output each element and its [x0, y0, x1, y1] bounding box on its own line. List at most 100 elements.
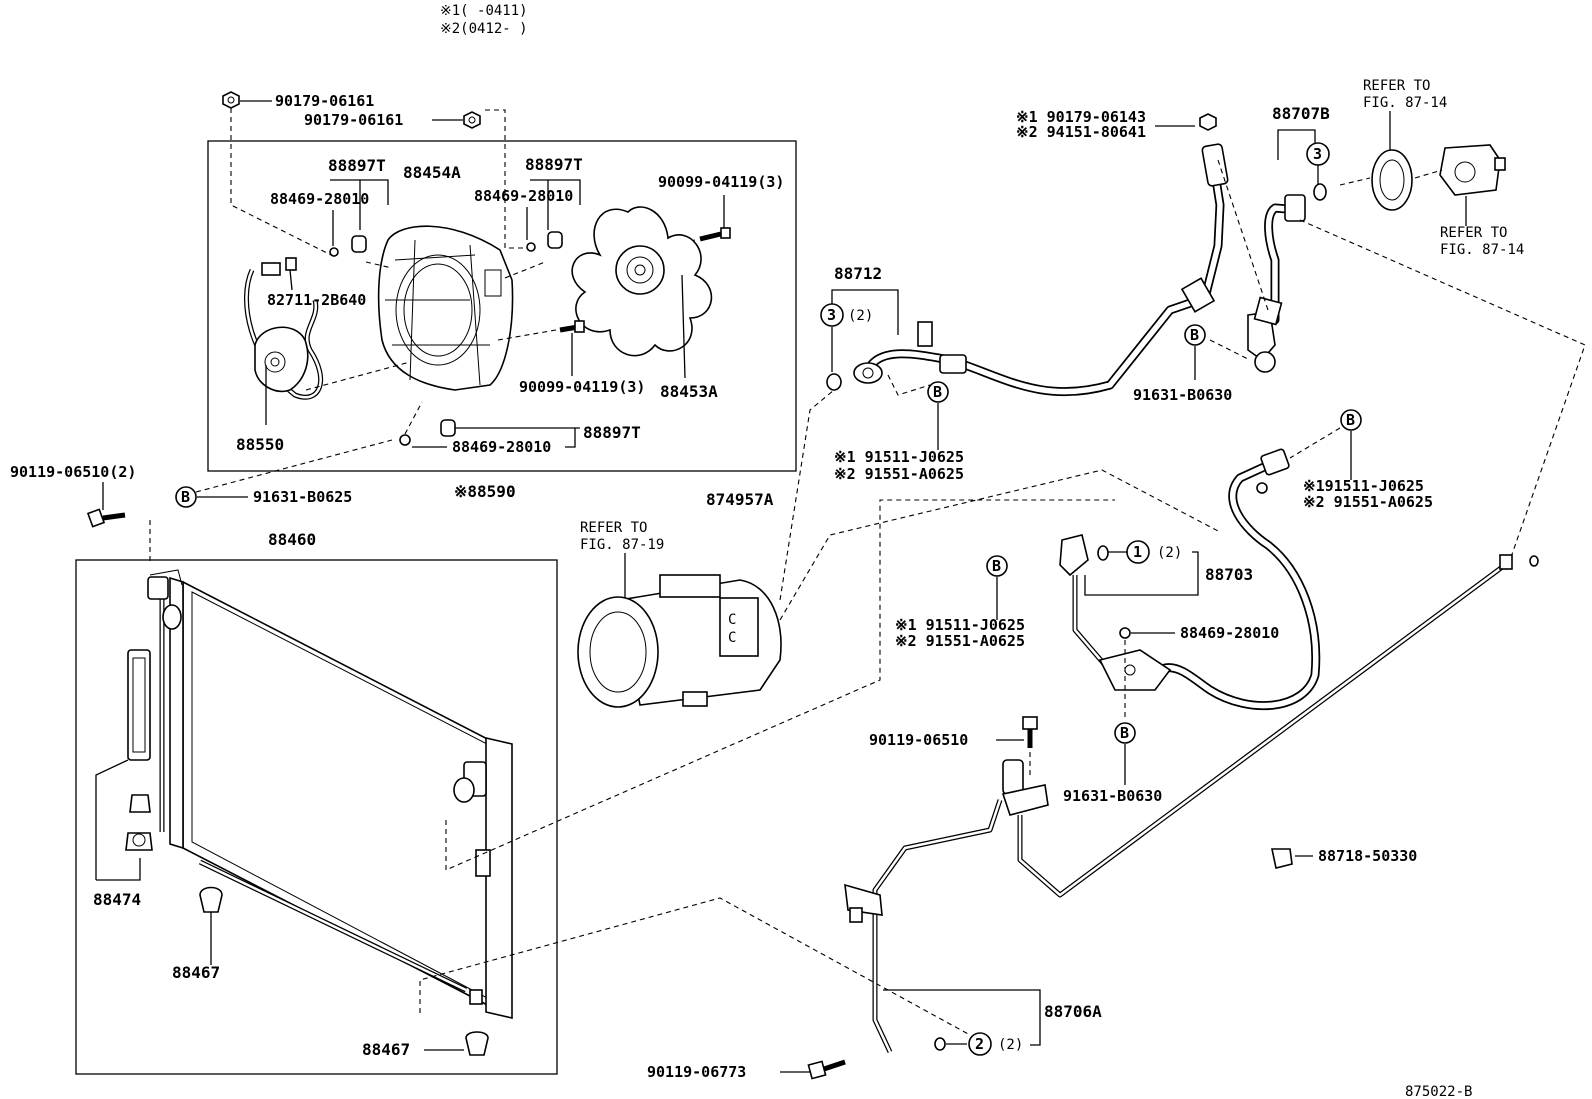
part-number-88460: 88460	[268, 530, 316, 549]
compressor-icon: C C	[577, 574, 782, 708]
hose-sleeve-icon	[1180, 277, 1216, 313]
part-number-88454a: 88454A	[403, 163, 461, 182]
bolt-icon	[699, 227, 731, 242]
part-number-88453a: 88453A	[660, 382, 718, 401]
receiver-icon	[125, 649, 153, 851]
screw-icon	[399, 434, 411, 446]
svg-text:B: B	[933, 383, 942, 401]
fan-motor-icon	[254, 326, 309, 392]
marker-b: B	[175, 486, 197, 508]
liquid-tube-group: 90119-06510 88718-50330 88706A	[647, 554, 1539, 1081]
nut-icon	[1199, 113, 1217, 131]
part-number-88467-bottom: 88467	[362, 1040, 410, 1059]
condenser-frame	[75, 559, 558, 1075]
part-number-top-n2: ※2 94151-80641	[1016, 123, 1146, 141]
grommet-icon	[351, 235, 367, 253]
clip-icon	[1271, 848, 1293, 869]
fan-blade-icon	[571, 206, 713, 357]
oring-icon	[1313, 183, 1327, 201]
oring-icon	[934, 1037, 946, 1051]
marker-3: 3	[1306, 142, 1330, 166]
right-b-group: B ※191511-J0625 ※2 91551-A0625	[1289, 409, 1433, 511]
condenser-group: 88460 88474	[75, 499, 1115, 1075]
bolt-icon	[1022, 716, 1038, 748]
part-number-90099-04119-top: 90099-04119(3)	[658, 173, 784, 191]
marker-2: 2	[968, 1032, 992, 1056]
part-number-88469-28010-discharge: 88469-28010	[1180, 624, 1279, 642]
condenser-core-icon	[147, 569, 513, 1020]
wire-harness-icon	[244, 257, 324, 400]
svg-text:B: B	[992, 557, 1001, 575]
fan-shroud-icon	[377, 225, 514, 391]
refer-label-right: REFER TO	[1440, 225, 1507, 241]
expansion-valve-icon	[1439, 144, 1506, 196]
oring-icon	[1529, 555, 1539, 567]
part-number-91631-b0630-top: 91631-B0630	[1133, 386, 1232, 404]
part-number-right-n1: ※191511-J0625	[1303, 477, 1424, 495]
service-valve-icon	[917, 321, 933, 347]
oring-icon	[1097, 545, 1109, 561]
suction-hose-group: 88712 3 (2) B ※1 91511-J0625 ※2 91551-A0…	[820, 143, 1229, 483]
part-number-88469-28010-bottom: 88469-28010	[452, 438, 551, 456]
pressure-switch-icon	[844, 883, 883, 923]
marker-3: 3	[820, 303, 844, 327]
bolt-icon	[807, 1059, 846, 1080]
part-number-suction-n2: ※2 91551-A0625	[834, 465, 964, 483]
part-number-90179-06161-a: 90179-06161	[275, 92, 374, 110]
screw-icon	[526, 242, 536, 252]
svg-text:B: B	[181, 488, 190, 506]
svg-text:1: 1	[1133, 543, 1142, 561]
block-fitting-icon	[1001, 759, 1049, 816]
part-number-90179-06161-b: 90179-06161	[304, 111, 403, 129]
nut-icon	[463, 111, 481, 129]
figure-id: 875022-B	[1405, 1084, 1472, 1099]
oring-count: (2)	[998, 1037, 1023, 1053]
fig-label-top: FIG. 87-14	[1363, 95, 1447, 111]
refer-label-top: REFER TO	[1363, 78, 1430, 94]
part-number-88703: 88703	[1205, 565, 1253, 584]
compressor-refer-label: REFER TO	[580, 520, 647, 536]
part-number-88712: 88712	[834, 264, 882, 283]
part-number-88469-28010-left: 88469-28010	[270, 190, 369, 208]
part-number-88706a: 88706A	[1044, 1002, 1102, 1021]
fan-assembly-frame	[207, 140, 797, 472]
part-number-88590: ※88590	[454, 482, 516, 501]
part-number-90119-06773: 90119-06773	[647, 1063, 746, 1081]
nut-icon	[222, 91, 240, 109]
oring-icon	[826, 373, 842, 391]
part-number-91631-b0625: 91631-B0625	[253, 488, 352, 506]
svg-text:B: B	[1120, 724, 1129, 742]
note-2: ※2(0412- )	[440, 21, 528, 37]
marker-b: B	[1184, 324, 1206, 346]
bolt-icon	[86, 508, 126, 528]
part-number-88897t-right: 88897T	[525, 155, 583, 174]
svg-text:B: B	[1346, 411, 1355, 429]
part-number-874957a: 874957A	[706, 490, 774, 509]
fan-assembly-group: 90179-06161 90179-06161 88897T 88454A 88…	[207, 91, 797, 501]
svg-text:B: B	[1190, 326, 1199, 344]
svg-text:C: C	[728, 612, 736, 628]
marker-b: B	[986, 555, 1008, 577]
part-number-90119-06510-tube: 90119-06510	[869, 731, 968, 749]
marker-b: B	[1340, 409, 1362, 431]
marker-b: B	[1114, 722, 1136, 744]
part-number-88474: 88474	[93, 890, 141, 909]
bolt-icon	[559, 320, 585, 333]
part-number-right-n2: ※2 91551-A0625	[1303, 493, 1433, 511]
part-number-82711-2b640: 82711-2B640	[267, 291, 366, 309]
grommet-icon	[440, 419, 456, 437]
svg-text:2: 2	[975, 1035, 984, 1053]
fig-label-right: FIG. 87-14	[1440, 242, 1524, 258]
oring-count: (2)	[848, 308, 873, 324]
part-number-suction-n1: ※1 91511-J0625	[834, 448, 964, 466]
cushion-icon	[465, 1031, 489, 1056]
compressor-fig-label: FIG. 87-19	[580, 537, 664, 553]
part-number-91631-b0630-bottom: 91631-B0630	[1063, 787, 1162, 805]
part-number-90119-06510-pair: 90119-06510(2)	[10, 463, 136, 481]
note-1: ※1( -0411)	[440, 3, 528, 19]
cushion-icon	[199, 886, 223, 930]
compressor-group: REFER TO FIG. 87-19 874957A C C	[577, 384, 1221, 708]
part-number-88469-28010-right: 88469-28010	[474, 187, 573, 205]
oring-count: (2)	[1157, 545, 1182, 561]
